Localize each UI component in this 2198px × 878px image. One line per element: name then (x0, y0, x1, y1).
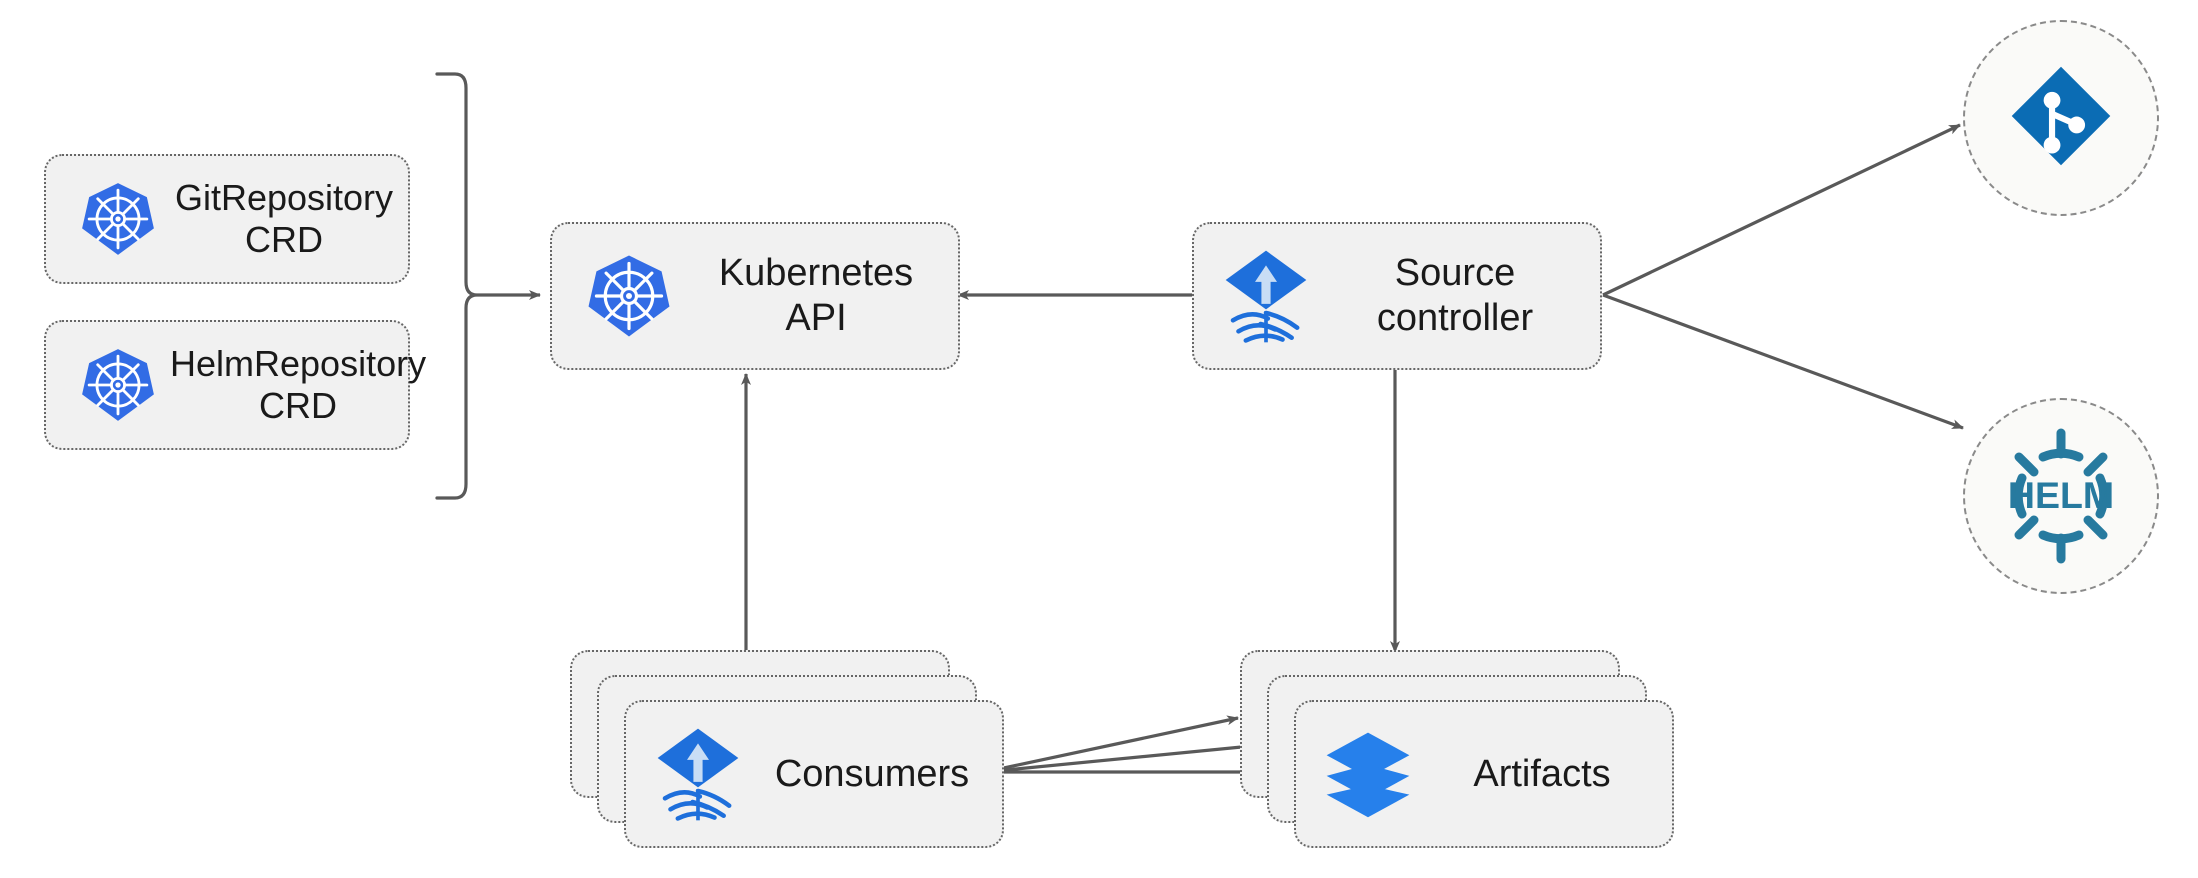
node-source-controller[interactable]: Source controller (1192, 222, 1602, 370)
helm-icon: HELM (1986, 421, 2136, 571)
node-artifacts[interactable]: Artifacts (1294, 700, 1674, 848)
node-gitrepository-crd[interactable]: GitRepository CRD (44, 154, 410, 284)
node-label: Artifacts (1473, 752, 1611, 795)
edge-consumers-to-artifacts-back (984, 715, 1239, 774)
node-consumers[interactable]: Consumers (624, 700, 1004, 848)
flux-icon (644, 718, 752, 830)
edge-source-controller-to-git (1602, 123, 1961, 297)
kubernetes-icon (574, 241, 684, 351)
helm-wordmark: HELM (2008, 474, 2114, 516)
edge-consumers-to-artifacts-mid (984, 741, 1263, 774)
node-label: HelmRepository CRD (170, 342, 427, 426)
crd-group-bracket (435, 72, 478, 500)
node-label: Consumers (774, 752, 970, 795)
layers-icon (1314, 720, 1422, 828)
node-label: Kubernetes API (718, 252, 914, 339)
node-helmrepository-crd[interactable]: HelmRepository CRD (44, 320, 426, 450)
flux-icon (1212, 240, 1320, 352)
node-label: GitRepository CRD (174, 176, 394, 260)
node-label: Source controller (1376, 252, 1534, 339)
kubernetes-icon (66, 333, 170, 437)
node-git-repository-external[interactable] (1963, 20, 2159, 216)
node-kubernetes-api[interactable]: Kubernetes API (550, 222, 960, 370)
git-icon (2005, 60, 2117, 177)
edge-source-controller-to-helm (1602, 293, 1964, 430)
node-helm-repository-external[interactable]: HELM (1963, 398, 2159, 594)
kubernetes-icon (66, 167, 170, 271)
